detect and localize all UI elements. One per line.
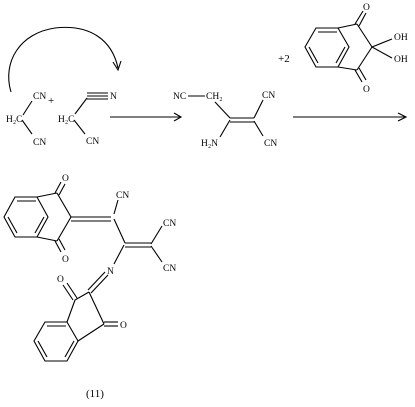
ninhydrin-oh-top: OH (394, 33, 408, 43)
product-indandione-lower (33, 282, 118, 362)
product-o1: O (62, 174, 69, 184)
product-cn-c: CN (163, 264, 176, 274)
plus-sign: + (48, 95, 54, 107)
intermediate-amine: H₂N (201, 139, 218, 149)
ninhydrin (304, 10, 393, 83)
intermediate-ch2: CH₂ (206, 92, 223, 102)
reaction-arrow-1-head (173, 112, 183, 122)
curved-arrow-head (112, 60, 122, 72)
double-bond-1 (87, 271, 106, 291)
bond (214, 101, 231, 119)
product-o4: O (120, 321, 127, 331)
bond (150, 225, 163, 245)
bond (253, 99, 264, 119)
bond (113, 218, 126, 244)
ninhydrin-o-top: O (363, 3, 370, 13)
reactant-b-cn-bottom: CN (86, 137, 99, 147)
product-cn-b: CN (163, 219, 176, 229)
bond (21, 119, 33, 135)
reactant-a-cn-bottom: CN (33, 138, 46, 148)
ninhydrin-oh-bottom: OH (394, 55, 408, 65)
reactant-b-ch2: H₂C (58, 115, 75, 125)
bond (113, 244, 125, 265)
intermediate-cn-top: CN (262, 91, 275, 101)
bond (22, 100, 33, 116)
ninhydrin-benzene (304, 27, 350, 68)
intermediate-nc: NC (173, 92, 186, 102)
curved-arrow (8, 26, 119, 93)
product-cn-a: CN (116, 191, 129, 201)
bond (74, 97, 88, 115)
intermediate-cn-bottom: CN (264, 139, 277, 149)
reactant-a-cn-top: CN (33, 92, 46, 102)
reaction-arrow-2-head (397, 112, 408, 122)
reactant-b-n: N (110, 92, 117, 102)
bond (73, 119, 86, 135)
product-o2: O (62, 255, 69, 265)
compound-label: (11) (86, 388, 104, 400)
product-indandione-upper (3, 181, 72, 253)
product-o3: O (57, 275, 64, 285)
bond (113, 199, 119, 215)
bond (253, 120, 264, 137)
bond (219, 119, 231, 138)
ninhydrin-o-bottom: O (363, 85, 370, 95)
coefficient: +2 (278, 53, 290, 65)
product-n: N (107, 267, 114, 277)
double-bond-2 (90, 274, 109, 294)
bond (150, 245, 163, 263)
reactant-a-ch2: H₂C (6, 115, 23, 125)
